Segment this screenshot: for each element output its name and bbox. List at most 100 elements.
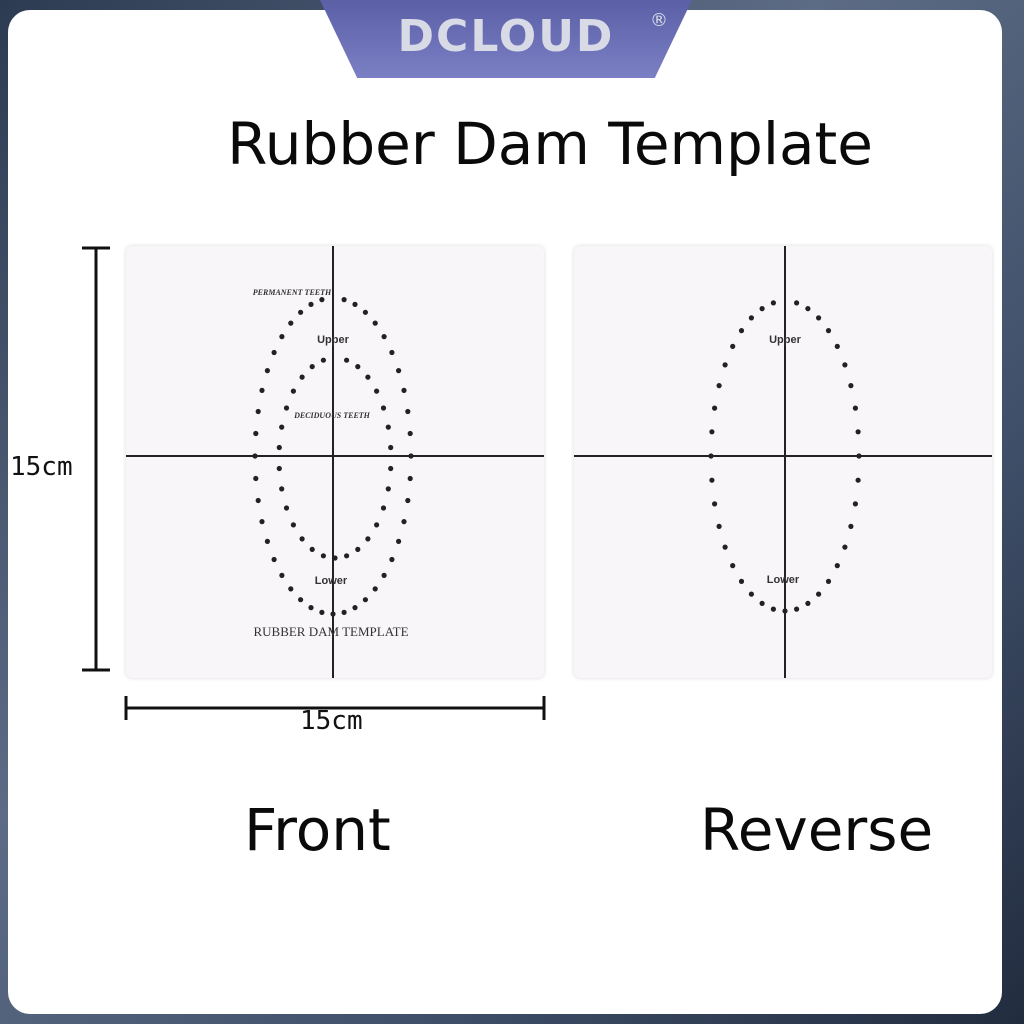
tooth-dot: [856, 453, 862, 459]
tooth-dot: [748, 315, 754, 321]
tooth-dot: [825, 328, 832, 334]
tooth-dot: [308, 605, 314, 611]
tooth-dot: [319, 609, 325, 615]
tooth-dot: [259, 519, 265, 525]
tooth-dot: [372, 320, 378, 326]
tooth-dot: [805, 306, 811, 312]
tooth-dot: [407, 430, 413, 437]
tooth-dot: [794, 300, 800, 306]
tooth-dot: [279, 424, 285, 430]
tooth-dot: [255, 497, 261, 504]
tooth-dot: [283, 405, 290, 411]
tooth-dot: [722, 362, 728, 368]
tooth-dot: [408, 453, 414, 459]
tooth-dot: [253, 430, 259, 437]
tooth-dot: [834, 343, 840, 349]
reverse-tooth-dots: [708, 300, 862, 614]
tooth-dot: [290, 522, 296, 528]
tooth-dot: [279, 486, 285, 492]
reverse-template-graphic: Upper Lower: [574, 246, 992, 678]
width-label: 15cm: [300, 706, 363, 736]
tooth-dot: [407, 475, 413, 482]
tooth-dot: [255, 408, 261, 415]
tooth-dot: [405, 497, 411, 504]
tooth-dot: [380, 405, 387, 411]
tooth-dot: [341, 609, 347, 615]
reverse-side-label: Reverse: [700, 796, 934, 864]
tooth-dot: [855, 429, 861, 435]
tooth-dot: [320, 553, 326, 559]
front-side-label: Front: [244, 796, 391, 864]
tooth-dot: [362, 597, 368, 603]
tooth-dot: [852, 405, 858, 411]
tooth-dot: [709, 429, 715, 435]
tooth-dot: [290, 388, 296, 394]
tooth-dot: [298, 309, 304, 315]
tooth-dot: [716, 383, 722, 389]
tooth-dot: [320, 357, 326, 363]
tooth-dot: [259, 387, 265, 393]
tooth-dot: [279, 572, 285, 578]
tooth-dot: [381, 334, 387, 340]
tooth-dot: [401, 387, 407, 393]
front-template-sheet: PERMANENT TEETH Upper DECIDUOUS TEETH Lo…: [126, 246, 544, 678]
brand-logo: DCLOUD: [320, 0, 692, 78]
registered-mark: ®: [650, 10, 668, 31]
tooth-dot: [709, 477, 715, 483]
tooth-dot: [374, 522, 380, 528]
tooth-dot: [848, 383, 854, 389]
tooth-dot: [738, 328, 745, 334]
tooth-dot: [388, 465, 394, 472]
tooth-dot: [288, 320, 294, 326]
tooth-dot: [309, 546, 315, 552]
deciduous-teeth-label: DECIDUOUS TEETH: [293, 411, 371, 420]
tooth-dot: [396, 368, 402, 374]
tooth-dot: [362, 309, 368, 315]
tooth-dot: [308, 301, 314, 307]
tooth-dot: [716, 523, 722, 529]
front-tooth-dots: [252, 297, 414, 617]
tooth-dot: [341, 297, 347, 303]
tooth-dot: [264, 368, 270, 374]
tooth-dot: [816, 591, 822, 597]
tooth-dot: [355, 546, 361, 552]
tooth-dot: [276, 444, 282, 451]
front-template-graphic: PERMANENT TEETH Upper DECIDUOUS TEETH Lo…: [126, 246, 544, 678]
tooth-dot: [374, 388, 380, 394]
tooth-dot: [842, 362, 848, 368]
tooth-dot: [276, 465, 282, 472]
page-title: Rubber Dam Template: [227, 110, 873, 178]
tooth-dot: [372, 586, 378, 592]
tooth-dot: [309, 364, 315, 370]
tooth-dot: [852, 501, 858, 507]
tooth-dot: [253, 475, 259, 482]
tooth-dot: [283, 505, 290, 511]
tooth-dot: [352, 605, 358, 611]
tooth-dot: [405, 408, 411, 415]
tooth-dot: [252, 453, 258, 459]
tooth-dot: [271, 349, 277, 356]
tooth-dot: [816, 315, 822, 321]
tooth-dot: [712, 405, 718, 411]
tooth-dot: [319, 297, 325, 303]
tooth-dot: [264, 538, 270, 544]
tooth-dot: [748, 591, 754, 597]
tooth-dot: [842, 544, 848, 550]
tooth-dot: [401, 519, 407, 525]
tooth-dot: [298, 597, 304, 603]
height-label: 15cm: [10, 452, 73, 482]
tooth-dot: [825, 578, 832, 584]
tooth-dot: [299, 374, 305, 380]
reverse-upper-label: Upper: [769, 334, 802, 346]
tooth-dot: [770, 606, 776, 612]
tooth-dot: [330, 611, 336, 617]
tooth-dot: [388, 444, 394, 451]
tooth-dot: [396, 538, 402, 544]
front-upper-label: Upper: [317, 334, 350, 346]
front-lower-label: Lower: [315, 575, 348, 587]
tooth-dot: [708, 453, 714, 459]
tooth-dot: [855, 477, 861, 483]
template-name-label: RUBBER DAM TEMPLATE: [253, 624, 408, 639]
tooth-dot: [344, 553, 350, 559]
tooth-dot: [805, 600, 811, 606]
